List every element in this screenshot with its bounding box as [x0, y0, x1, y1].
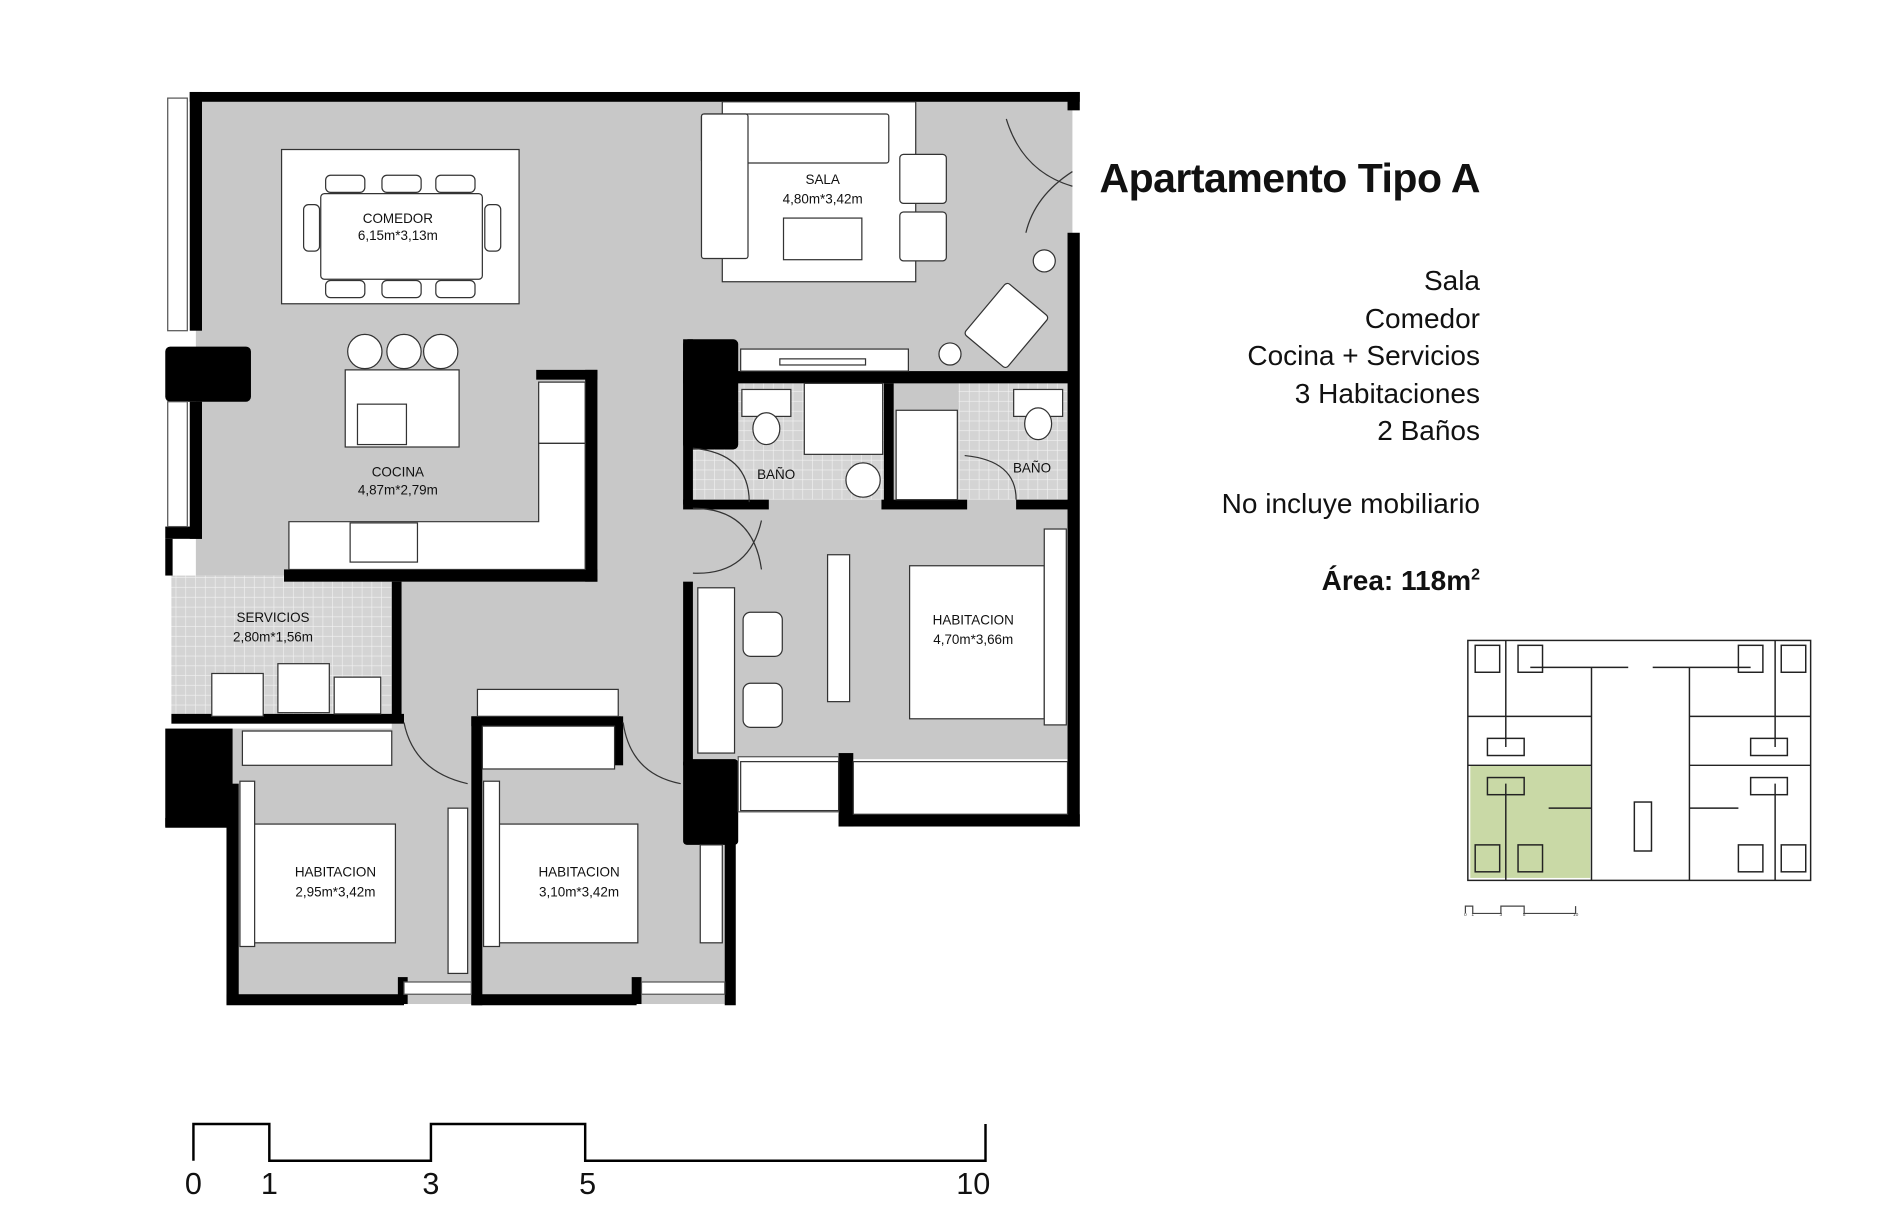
scale-tick-10: 10 — [956, 1167, 990, 1201]
key-scale-5: 5 — [1523, 912, 1526, 918]
habitacion-3-size: 3,10m*3,42m — [539, 884, 619, 899]
habitacion-main-size: 4,70m*3,66m — [933, 632, 1013, 647]
feature-item: 2 Baños — [1377, 415, 1480, 446]
cocina-label: COCINA — [372, 464, 424, 479]
key-scale-0: 0 — [1464, 912, 1467, 918]
servicios-label: SERVICIOS — [236, 610, 309, 625]
habitacion-main-label: HABITACION — [933, 613, 1014, 628]
feature-item: Cocina + Servicios — [1247, 340, 1480, 371]
furniture-note: No incluye mobiliario — [1221, 488, 1480, 519]
comedor-size: 6,15m*3,13m — [358, 228, 438, 243]
sala-size: 4,80m*3,42m — [783, 191, 863, 206]
scale-tick-1: 1 — [261, 1167, 278, 1201]
area-superscript: 2 — [1471, 566, 1480, 584]
feature-item: Sala — [1423, 265, 1480, 296]
key-plan: 0 1 3 5 10 — [1464, 639, 1812, 918]
bano-label-1: BAÑO — [757, 467, 795, 482]
page-title: Apartamento Tipo A — [1099, 155, 1480, 201]
features-list: Sala Comedor Cocina + Servicios 3 Habita… — [1247, 262, 1480, 450]
cocina-size: 4,87m*2,79m — [358, 483, 438, 498]
key-scale-3: 3 — [1500, 912, 1503, 918]
feature-item: 3 Habitaciones — [1294, 377, 1480, 409]
scale-tick-0: 0 — [185, 1167, 202, 1201]
furniture — [211, 101, 1069, 975]
feature-item: Comedor — [1364, 302, 1480, 334]
sala-label: SALA — [805, 172, 839, 187]
area-text: Área: 118m — [1321, 565, 1472, 596]
key-plan-highlight — [1470, 765, 1591, 878]
scale-tick-3: 3 — [422, 1167, 439, 1201]
servicios-size: 2,80m*1,56m — [233, 630, 313, 645]
comedor-label: COMEDOR — [363, 211, 434, 226]
bano-label-2: BAÑO — [1013, 461, 1051, 476]
key-scale-1: 1 — [1471, 912, 1474, 918]
habitacion-3-label: HABITACION — [538, 865, 619, 880]
walls — [165, 91, 1080, 1006]
habitacion-2-label: HABITACION — [295, 865, 376, 880]
habitacion-2-size: 2,95m*3,42m — [295, 884, 375, 899]
key-scale-10: 10 — [1573, 912, 1579, 918]
door-swings — [403, 118, 1073, 785]
scale-tick-5: 5 — [579, 1167, 596, 1201]
scale-bar — [192, 1122, 987, 1162]
area-label: Área: 118m2 — [1322, 565, 1480, 597]
